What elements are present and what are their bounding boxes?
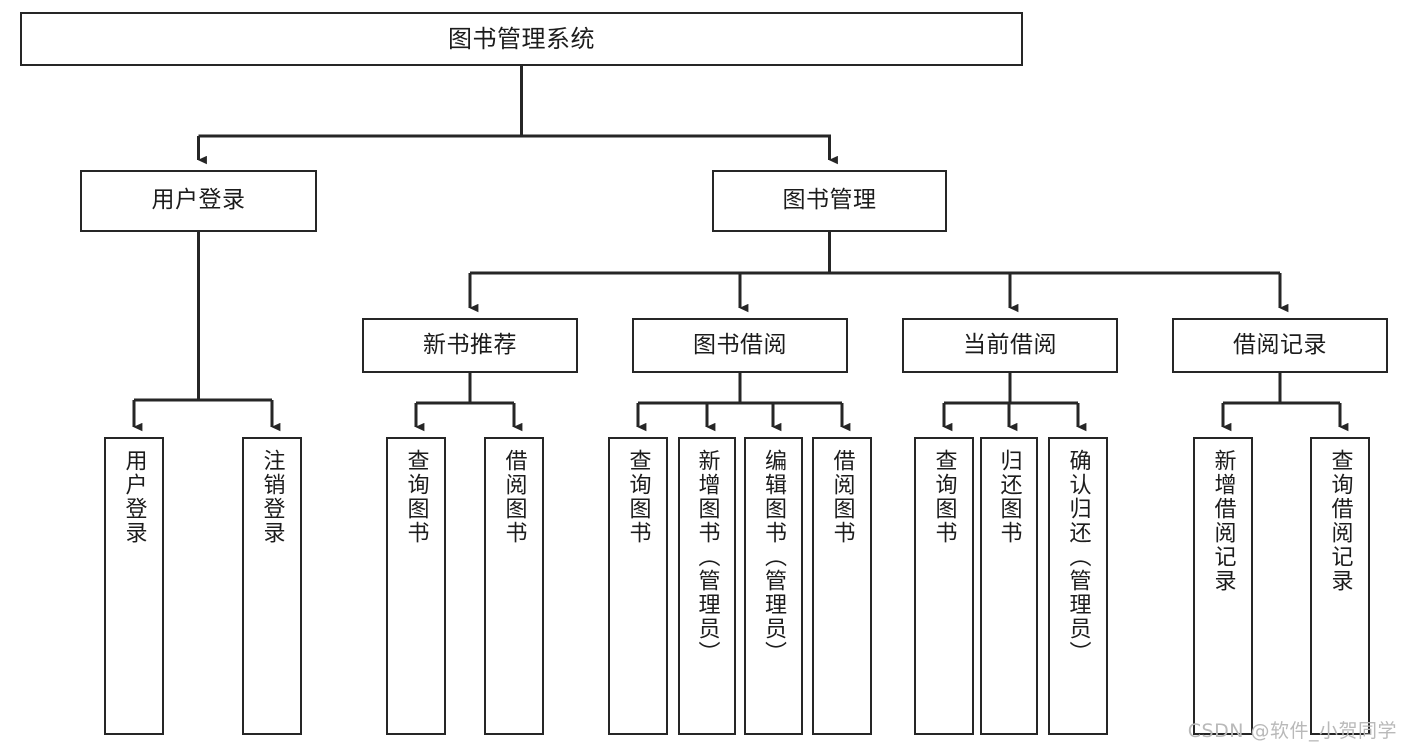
node-label: 查询图书 bbox=[403, 449, 429, 545]
node-leaf-edit-book[interactable]: 编辑图书（管理员） bbox=[744, 437, 803, 735]
node-label: 图书借阅 bbox=[693, 331, 787, 358]
node-label: 借阅图书 bbox=[501, 449, 527, 545]
node-leaf-query-book-2[interactable]: 查询图书 bbox=[608, 437, 668, 735]
node-new-book-recommend[interactable]: 新书推荐 bbox=[362, 318, 578, 373]
node-borrow-record[interactable]: 借阅记录 bbox=[1172, 318, 1388, 373]
node-label: 图书管理系统 bbox=[448, 24, 595, 53]
node-label: 确认归还（管理员） bbox=[1065, 449, 1091, 665]
node-leaf-borrow-book-2[interactable]: 借阅图书 bbox=[812, 437, 872, 735]
node-label: 新增图书（管理员） bbox=[694, 449, 720, 665]
node-current-borrow[interactable]: 当前借阅 bbox=[902, 318, 1118, 373]
node-leaf-add-borrow-record[interactable]: 新增借阅记录 bbox=[1193, 437, 1253, 735]
node-book-management[interactable]: 图书管理 bbox=[712, 170, 947, 232]
node-label: 借阅图书 bbox=[829, 449, 855, 545]
node-user-login[interactable]: 用户登录 bbox=[80, 170, 317, 232]
csdn-watermark: CSDN @软件_小贺同学 bbox=[1187, 720, 1397, 742]
node-leaf-return-book[interactable]: 归还图书 bbox=[980, 437, 1038, 735]
node-leaf-confirm-return[interactable]: 确认归还（管理员） bbox=[1048, 437, 1108, 735]
node-label: 编辑图书（管理员） bbox=[761, 449, 787, 665]
node-label: 用户登录 bbox=[151, 187, 246, 214]
node-label: 借阅记录 bbox=[1233, 331, 1327, 358]
node-leaf-logout[interactable]: 注销登录 bbox=[242, 437, 302, 735]
node-leaf-query-borrow-record[interactable]: 查询借阅记录 bbox=[1310, 437, 1370, 735]
node-label: 查询图书 bbox=[625, 449, 651, 545]
node-label: 查询图书 bbox=[931, 449, 957, 545]
node-leaf-query-book-1[interactable]: 查询图书 bbox=[386, 437, 446, 735]
node-label: 注销登录 bbox=[259, 449, 285, 545]
node-book-borrow[interactable]: 图书借阅 bbox=[632, 318, 848, 373]
node-label: 新增借阅记录 bbox=[1210, 449, 1236, 593]
node-label: 查询借阅记录 bbox=[1327, 449, 1353, 593]
node-leaf-borrow-book-1[interactable]: 借阅图书 bbox=[484, 437, 544, 735]
node-leaf-add-book[interactable]: 新增图书（管理员） bbox=[678, 437, 736, 735]
node-label: 用户登录 bbox=[121, 449, 147, 545]
node-label: 归还图书 bbox=[996, 449, 1022, 545]
node-label: 新书推荐 bbox=[423, 331, 517, 358]
node-label: 图书管理 bbox=[782, 187, 877, 214]
node-root-book-management-system[interactable]: 图书管理系统 bbox=[20, 12, 1023, 66]
node-leaf-query-book-3[interactable]: 查询图书 bbox=[914, 437, 974, 735]
node-label: 当前借阅 bbox=[963, 331, 1057, 358]
node-leaf-user-login[interactable]: 用户登录 bbox=[104, 437, 164, 735]
